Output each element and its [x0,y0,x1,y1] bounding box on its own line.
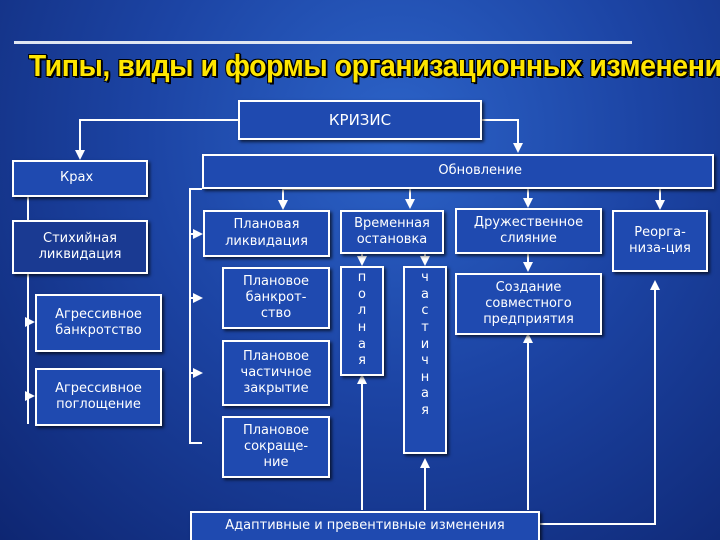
vertical-letter: о [358,286,366,302]
adaptive-changes-box: Адаптивные и превентивные изменения [190,511,540,540]
aggressive-bankruptcy-box: Агрессивное банкротство [35,294,162,352]
friendly-merger-box: Дружественное слияние [455,208,602,254]
krakh-box: Крах [12,160,148,197]
vertical-letter: н [357,319,367,335]
vertical-letter: ч [421,353,429,369]
obnovlenie-box: Обновление [202,154,714,189]
vertical-letter: и [420,336,430,352]
vertical-letter: а [358,336,366,352]
planned-bankruptcy-box: Плановое банкрот-ство [222,267,330,329]
planned-partial-closure-box: Плановое частичное закрытие [222,340,330,406]
vertical-letter: с [421,303,429,319]
vertical-letter: я [358,353,366,369]
vertical-letter: н [420,369,430,385]
vertical-letter: л [357,303,367,319]
joint-venture-box: Создание совместного предприятия [455,273,602,335]
vertical-letter: я [421,403,429,418]
planned-liquidation-box: Плановая ликвидация [203,210,330,257]
spontaneous-liquidation-box: Стихийная ликвидация [12,220,148,274]
aggressive-takeover-box: Агрессивное поглощение [35,368,162,426]
planned-reduction-box: Плановое сокраще-ние [222,416,330,478]
vertical-letter: а [421,286,429,302]
reorganization-box: Реорга-низа-ция [612,210,708,272]
vertical-letter: п [357,270,367,285]
vertical-letter: а [421,386,429,402]
vertical-letter: т [421,319,429,335]
vertical-letter: ч [421,270,429,285]
slide-title: Типы, виды и формы организационных измен… [28,48,720,83]
title-underline [14,41,632,44]
temporary-stop-box: Временная остановка [340,210,444,254]
crisis-box: КРИЗИС [238,100,482,140]
